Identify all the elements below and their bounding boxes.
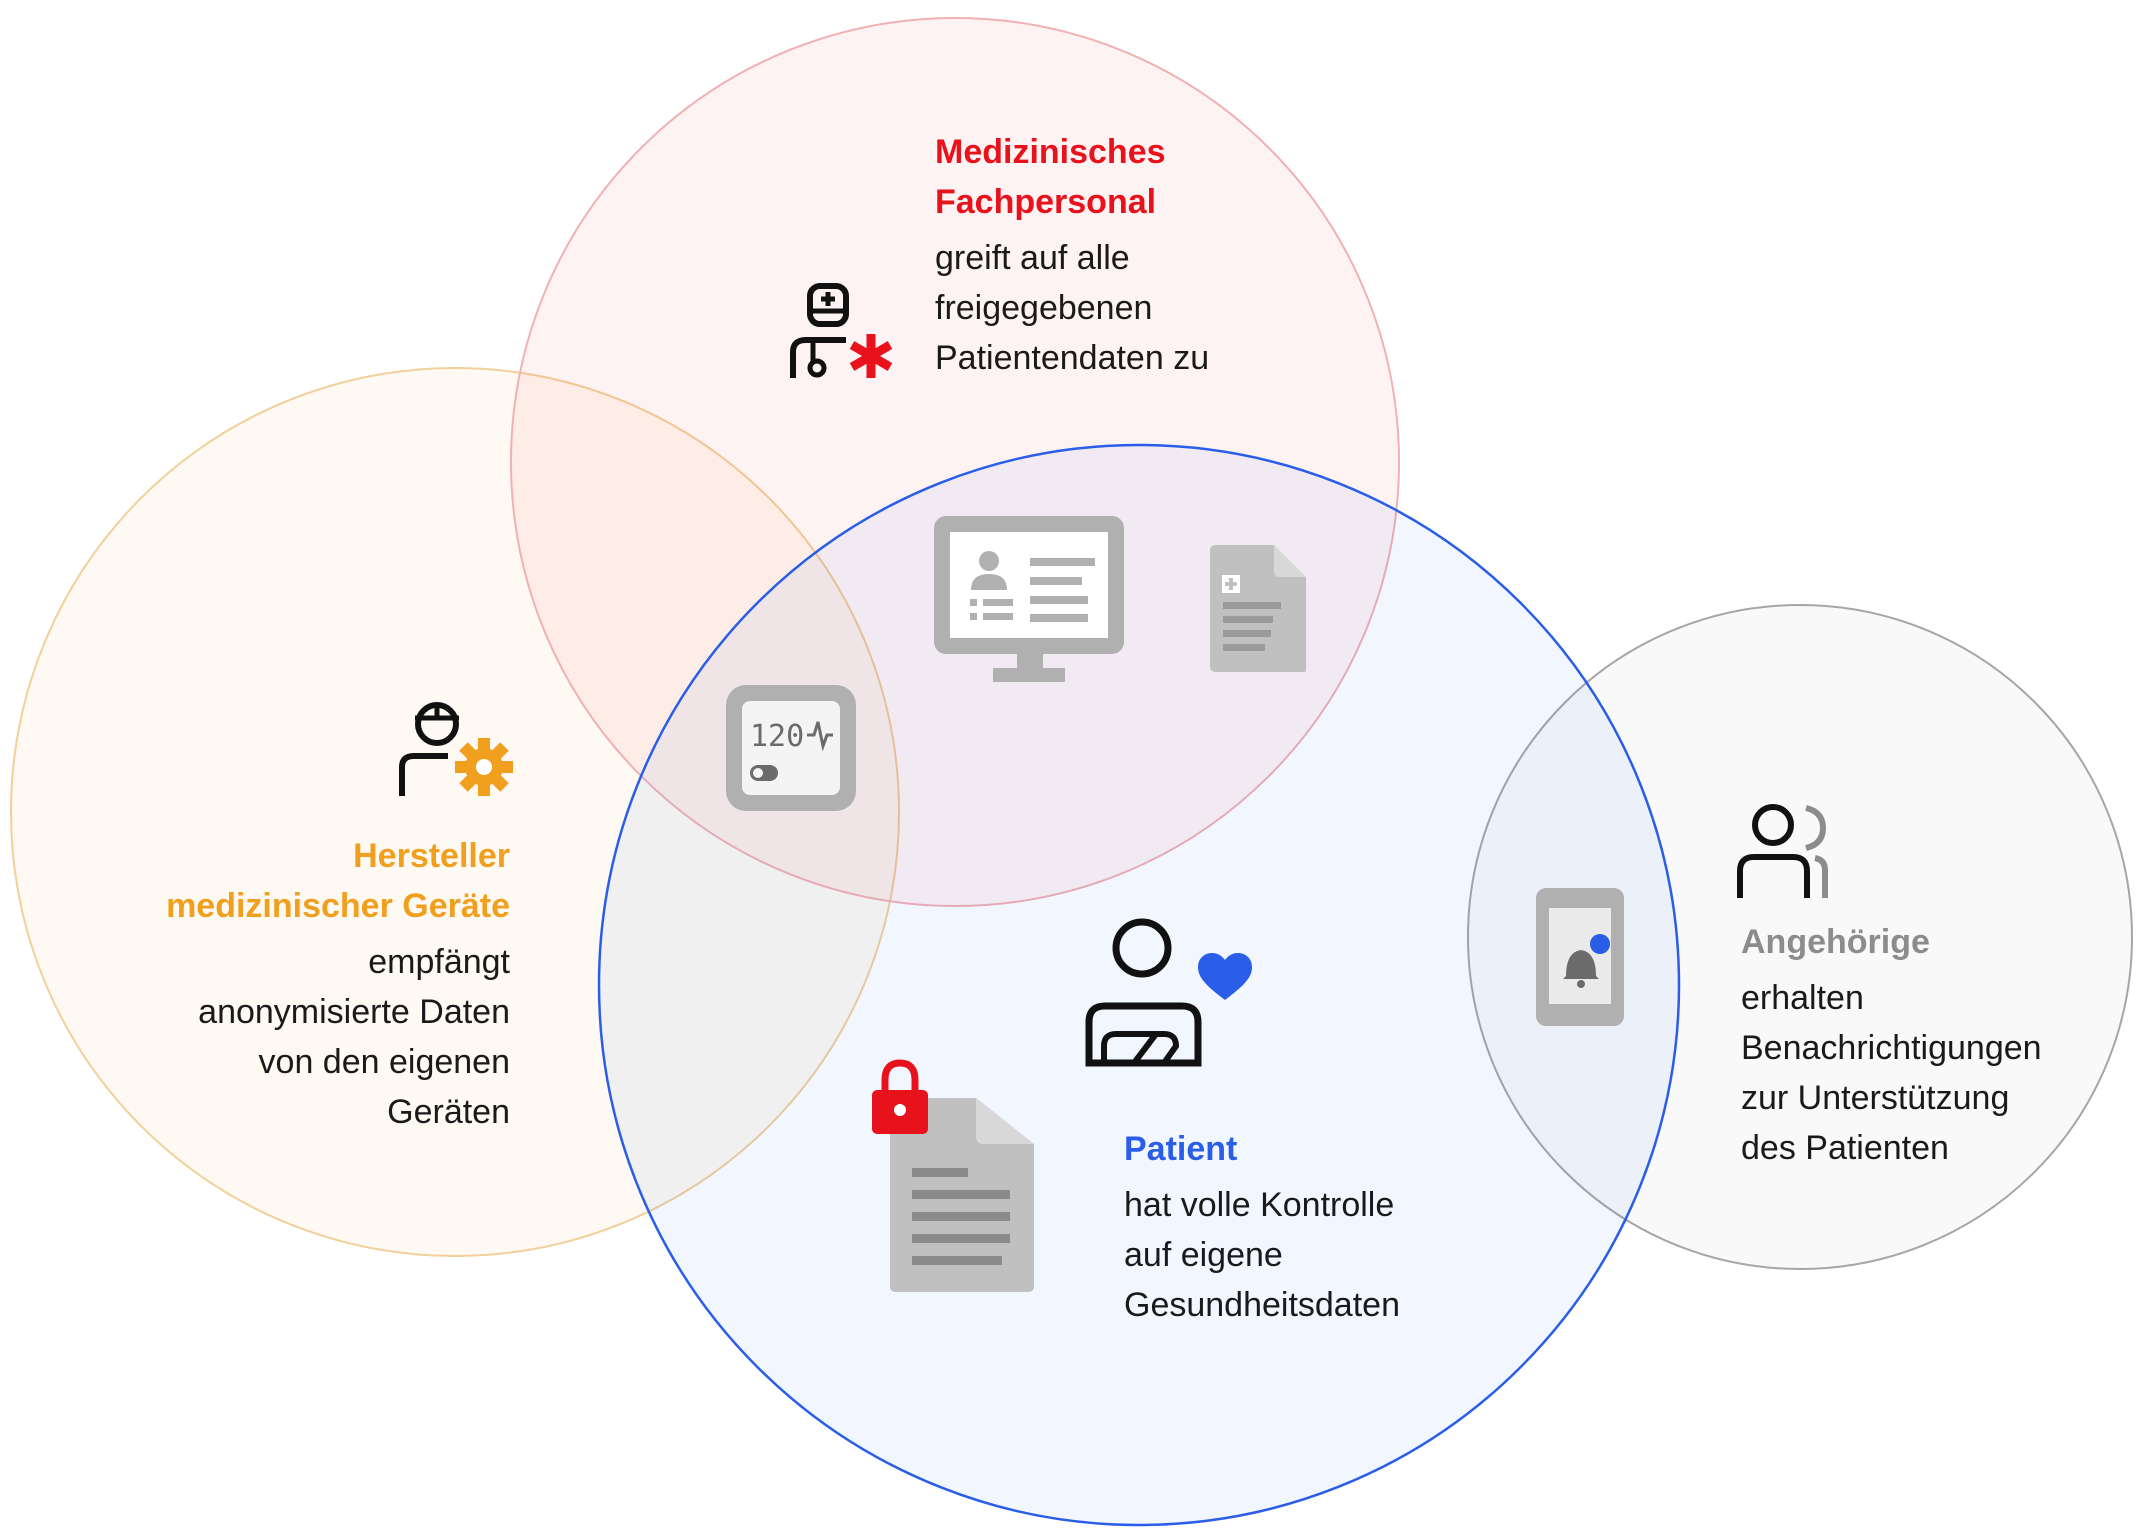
medical-document-icon <box>1210 545 1306 672</box>
doctor-with-asterisk-icon <box>790 283 893 378</box>
blood-pressure-reading: 120 <box>750 719 804 754</box>
patient-record-monitor-icon <box>934 516 1124 682</box>
engineer-with-gear-icon <box>399 702 513 796</box>
patient-title: Patient <box>1124 1130 1238 1168</box>
patient-circle <box>597 443 1681 1527</box>
patient-description: hat volle Kontrolle auf eigene Gesundhei… <box>1124 1186 1400 1324</box>
people-icon <box>1737 804 1828 898</box>
manufacturer-label: Hersteller medizinischer Geräte empfängt… <box>120 831 510 1137</box>
phone-notification-icon <box>1536 888 1624 1026</box>
medical-title: Medizinisches Fachpersonal <box>935 133 1166 221</box>
manufacturer-title: Hersteller medizinischer Geräte <box>166 837 510 925</box>
medical-description: greift auf alle freigegebenen Patientend… <box>935 239 1210 377</box>
patient-with-heart-icon <box>1085 918 1252 1067</box>
locked-document-icon <box>872 1059 1034 1292</box>
blood-pressure-monitor-icon: 120 <box>726 685 856 811</box>
manufacturer-description: empfängt anonymisierte Daten von den eig… <box>198 943 510 1131</box>
relatives-title: Angehörige <box>1741 923 1930 961</box>
patient-label: Patient hat volle Kontrolle auf eigene G… <box>1124 1124 1444 1330</box>
manufacturer-circle <box>10 367 900 1257</box>
medical-circle <box>510 17 1400 907</box>
relatives-label: Angehörige erhalten Benachrichtigungen z… <box>1741 917 2081 1173</box>
relatives-description: erhalten Benachrichtigungen zur Unterstü… <box>1741 979 2042 1167</box>
medical-label: Medizinisches Fachpersonal greift auf al… <box>935 127 1275 383</box>
